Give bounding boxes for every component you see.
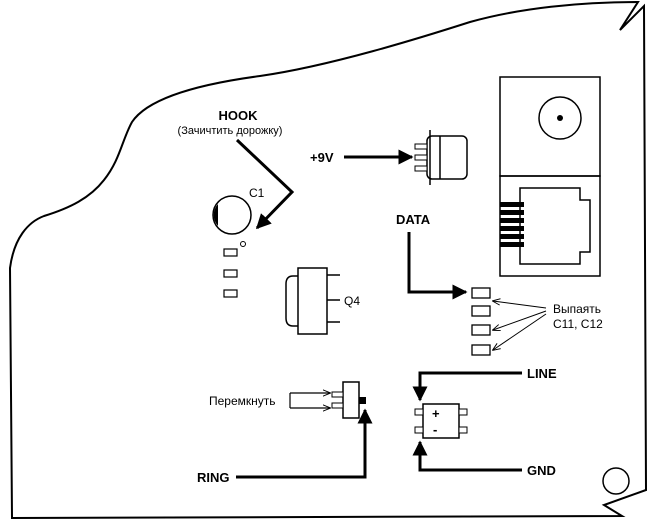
gnd-wire — [412, 440, 522, 472]
bridge-bracket — [289, 392, 328, 409]
mounting-hole — [602, 467, 630, 495]
desolder-arrow-3 — [493, 313, 547, 350]
bridge-label: Перемкнуть — [209, 394, 276, 408]
power-connector — [414, 130, 468, 185]
diode-bridge — [414, 403, 468, 439]
desolder-parts-label: C11, C12 — [553, 317, 603, 331]
bridge-minus-label: - — [433, 422, 437, 437]
transistor-q4 — [285, 267, 340, 335]
hook-label: HOOK — [219, 108, 259, 123]
gnd-label: GND — [527, 463, 556, 478]
line-wire — [412, 371, 522, 402]
line-label: LINE — [527, 366, 557, 381]
board-outline — [8, 0, 648, 520]
hook-wire — [235, 138, 295, 230]
ring-wire — [236, 408, 373, 479]
plus9v-label: +9V — [310, 150, 334, 165]
rj-jack-connector — [499, 76, 601, 277]
desolder-pads — [471, 287, 491, 356]
capacitor-c1 — [212, 195, 252, 247]
small-pads-left — [223, 248, 238, 298]
ring-label: RING — [197, 470, 230, 485]
desolder-arrow-2 — [493, 310, 547, 330]
data-wire — [407, 232, 468, 300]
desolder-arrow-1 — [493, 301, 547, 309]
jumper-block — [331, 381, 366, 419]
q4-label: Q4 — [344, 294, 360, 308]
bridge-plus-label: + — [432, 406, 440, 421]
desolder-label: Выпаять — [553, 302, 601, 316]
c1-label: C1 — [249, 186, 265, 200]
data-label: DATA — [396, 212, 431, 227]
hook-note-label: (Зачичтить дорожку) — [178, 125, 283, 137]
